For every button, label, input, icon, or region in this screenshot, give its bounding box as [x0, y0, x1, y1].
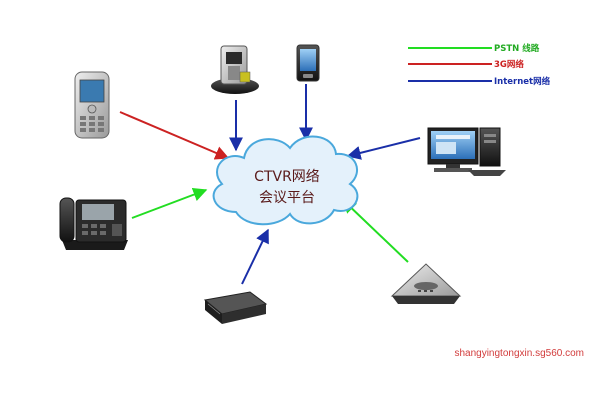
legend: PSTN 线路 3G网络 Internet网络	[408, 43, 551, 87]
legend-label-3g: 3G网络	[494, 59, 524, 70]
link-ip-desk-phone	[131, 187, 208, 219]
legend-label-internet: Internet网络	[494, 76, 551, 87]
mobile-phone-icon	[74, 71, 110, 139]
network-box-icon	[203, 291, 268, 324]
link-desktop-computer	[346, 137, 421, 160]
connections	[119, 84, 421, 285]
link-conference-phone	[341, 199, 409, 263]
cloud-shape	[212, 135, 359, 226]
conference-phone-icon	[390, 263, 462, 304]
ip-desk-phone-icon	[59, 197, 128, 250]
cloud-title-line2: 会议平台	[259, 190, 315, 206]
link-network-box	[241, 228, 269, 285]
cloud: CTVR网络 会议平台	[212, 135, 359, 226]
desk-dock-phone-icon	[211, 45, 259, 94]
pda-phone-icon	[296, 44, 320, 82]
watermark-text: shangyingtongxin.sg560.com	[454, 348, 584, 359]
cloud-title-line1: CTVR网络	[254, 169, 320, 185]
link-mobile-phone	[119, 111, 230, 160]
legend-label-pstn: PSTN 线路	[494, 43, 540, 54]
desktop-computer-icon	[427, 127, 506, 176]
